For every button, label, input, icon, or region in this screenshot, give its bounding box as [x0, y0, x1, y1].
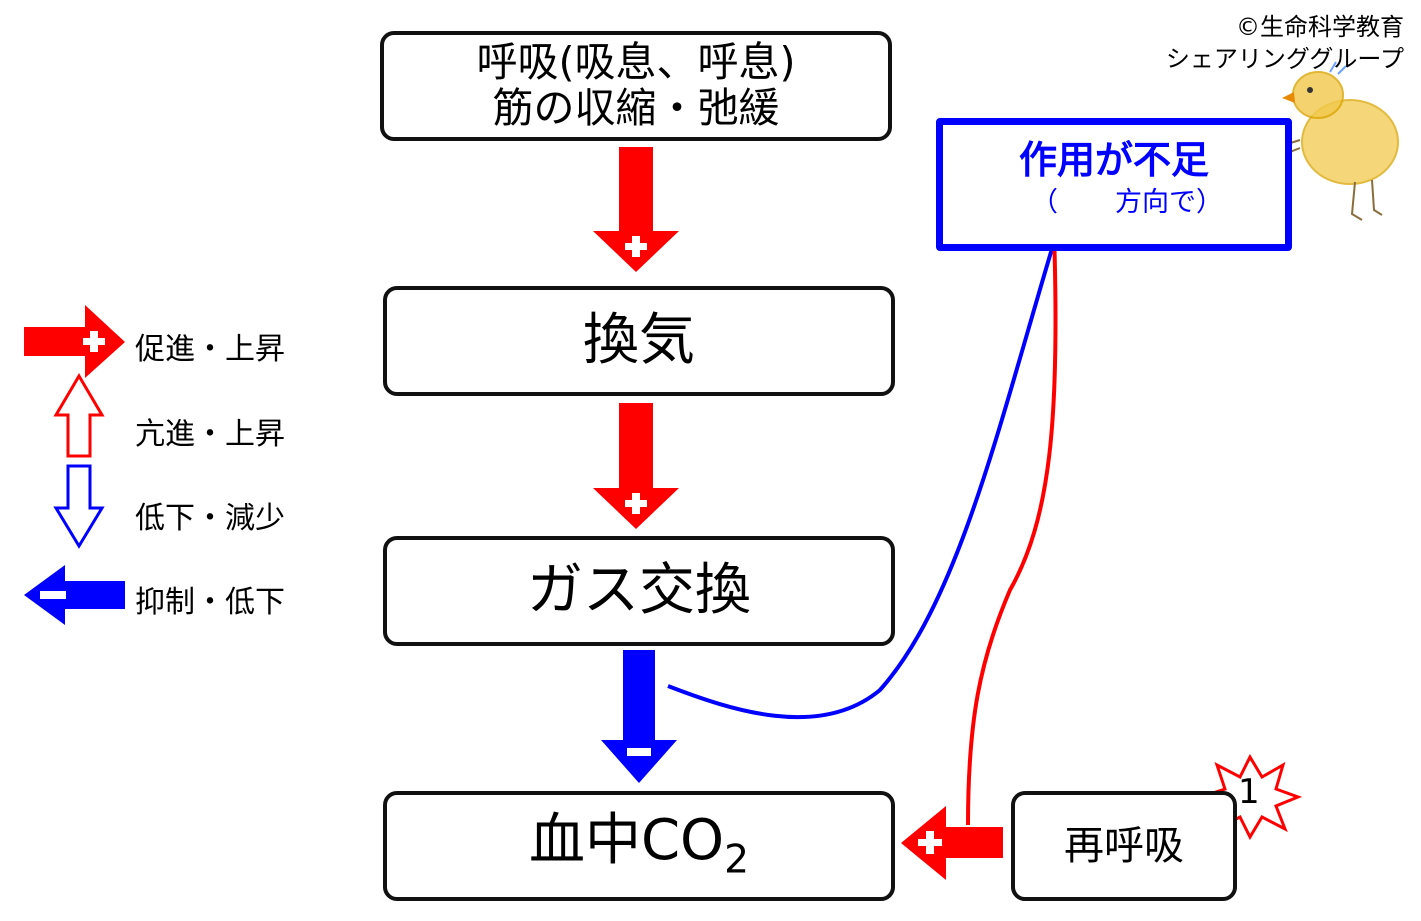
promote-arrow-1	[593, 147, 679, 272]
suppress-arrow	[601, 650, 677, 783]
rebreathing-box: 再呼吸	[1011, 791, 1237, 901]
deficit-box: 作用が不足 （ 方向で）	[936, 118, 1292, 251]
ventilation-box: 換気	[383, 286, 895, 396]
deficit-paren-open: （	[1031, 186, 1058, 218]
copyright-line2: シェアリンググループ	[1165, 44, 1404, 73]
legend-suppress-arrow-icon	[24, 565, 125, 625]
copyright-text: ©生命科学教育 シェアリンググループ	[1166, 12, 1404, 75]
blood-co2-box: 血中CO2	[383, 791, 895, 901]
legend-label-suppress: 抑制・低下	[135, 585, 285, 620]
blood-co2-label: 血中CO2	[528, 807, 750, 883]
gas-exchange-box: ガス交換	[383, 536, 895, 646]
red-connector-curve	[966, 231, 1058, 826]
legend-label-decrease: 低下・減少	[135, 501, 285, 536]
plus-icon	[918, 831, 942, 854]
copyright-line1: ©生命科学教育	[1236, 13, 1404, 41]
blood-co2-prefix: 血中CO	[528, 807, 725, 873]
respiration-box: 呼吸(吸息、呼息) 筋の収縮・弛緩	[380, 31, 892, 141]
star-number: 1	[1238, 772, 1260, 812]
legend-promote-arrow-icon	[24, 305, 125, 378]
deficit-title: 作用が不足	[1018, 138, 1209, 182]
blood-co2-subscript: 2	[724, 837, 750, 883]
plus-icon	[625, 493, 647, 514]
deficit-subtext: （ 方向で）	[943, 186, 1285, 224]
legend-decrease-arrow-icon	[53, 464, 105, 549]
legend-enhance-arrow-icon	[53, 373, 105, 458]
respiration-label-line1: 呼吸(吸息、呼息)	[476, 38, 796, 87]
promote-arrow-2	[593, 403, 679, 529]
minus-icon	[627, 748, 651, 756]
deficit-direction-text: 方向で）	[1115, 186, 1223, 218]
respiration-label-line2: 筋の収縮・弛緩	[492, 84, 780, 132]
gas-exchange-label: ガス交換	[527, 557, 751, 623]
legend-label-enhance: 亢進・上昇	[135, 417, 285, 452]
chick-mascot-icon	[1267, 61, 1399, 221]
rebreathing-promote-arrow	[901, 806, 1003, 880]
rebreathing-label: 再呼吸	[1064, 822, 1184, 869]
ventilation-label: 換気	[583, 307, 695, 373]
legend-label-promote: 促進・上昇	[135, 332, 285, 367]
plus-icon	[625, 236, 647, 257]
blue-connector-curve	[667, 231, 1059, 720]
